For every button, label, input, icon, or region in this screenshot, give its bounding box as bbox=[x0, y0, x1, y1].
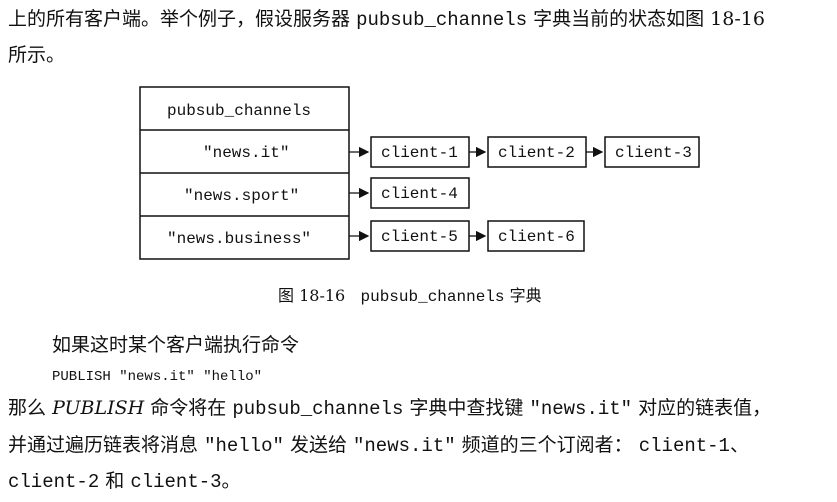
paragraph-3-line-3: client-2 和 client-3。 bbox=[8, 466, 241, 497]
text: 字典中查找键 bbox=[409, 397, 524, 419]
text: 发送给 bbox=[289, 434, 347, 456]
text: 和 bbox=[105, 470, 125, 492]
text: 并通过遍历链表将消息 bbox=[8, 434, 199, 456]
caption-label: 图 18-16 bbox=[278, 286, 346, 305]
paragraph-1-line-2: 所示。 bbox=[8, 40, 65, 70]
inline-code: "news.it" bbox=[353, 435, 456, 457]
code-line: PUBLISH "news.it" "hello" bbox=[52, 369, 263, 385]
inline-code: "hello" bbox=[204, 435, 284, 457]
client-node-label: client-5 bbox=[381, 228, 458, 246]
paragraph-2: 如果这时某个客户端执行命令 bbox=[52, 330, 299, 360]
pubsub-channels-diagram: pubsub_channels "news.it" "news.sport" "… bbox=[139, 86, 700, 260]
caption-suffix: 字典 bbox=[509, 286, 542, 305]
dict-header: pubsub_channels bbox=[167, 102, 311, 120]
paragraph-3-line-1: 那么 PUBLISH 命令将在 pubsub_channels 字典中查找键 "… bbox=[8, 393, 771, 424]
inline-code: pubsub_channels bbox=[356, 9, 528, 31]
text: 如果这时某个客户端执行命令 bbox=[52, 334, 300, 356]
text: 。 bbox=[221, 470, 241, 492]
text: 对应的链表值， bbox=[638, 397, 772, 419]
client-node-label: client-2 bbox=[498, 144, 575, 162]
text: 字典当前的状态如图 18-16 bbox=[533, 8, 765, 30]
paragraph-3-line-2: 并通过遍历链表将消息 "hello" 发送给 "news.it" 频道的三个订阅… bbox=[8, 430, 749, 461]
text: 所示。 bbox=[8, 44, 66, 66]
key-news-business: "news.business" bbox=[167, 230, 311, 248]
key-news-sport: "news.sport" bbox=[184, 187, 299, 205]
text: 那么 bbox=[8, 397, 47, 419]
client-node-label: client-4 bbox=[381, 185, 458, 203]
key-news-it: "news.it" bbox=[203, 144, 289, 162]
inline-code: client-3 bbox=[130, 471, 222, 493]
client-node bbox=[487, 220, 585, 252]
text: 频道的三个订阅者： bbox=[461, 434, 633, 456]
client-node-label: client-3 bbox=[615, 144, 692, 162]
client-node-label: client-6 bbox=[498, 228, 575, 246]
inline-code: client-1、 bbox=[638, 435, 749, 457]
paragraph-1-line-1: 上的所有客户端。举个例子，假设服务器 pubsub_channels 字典当前的… bbox=[8, 4, 765, 35]
inline-code: pubsub_channels bbox=[232, 398, 404, 420]
caption-code: pubsub_channels bbox=[360, 288, 505, 306]
inline-code: "news.it" bbox=[529, 398, 633, 420]
text: 命令将在 bbox=[150, 397, 227, 419]
client-node-label: client-1 bbox=[381, 144, 458, 162]
inline-code: client-2 bbox=[8, 471, 100, 493]
command-name: PUBLISH bbox=[52, 397, 145, 419]
figure-caption: 图 18-16 pubsub_channels 字典 bbox=[278, 282, 542, 306]
client-node bbox=[604, 136, 700, 168]
text: 上的所有客户端。举个例子，假设服务器 bbox=[8, 8, 351, 30]
client-node bbox=[370, 177, 470, 209]
dict-table: pubsub_channels "news.it" "news.sport" "… bbox=[139, 86, 350, 260]
